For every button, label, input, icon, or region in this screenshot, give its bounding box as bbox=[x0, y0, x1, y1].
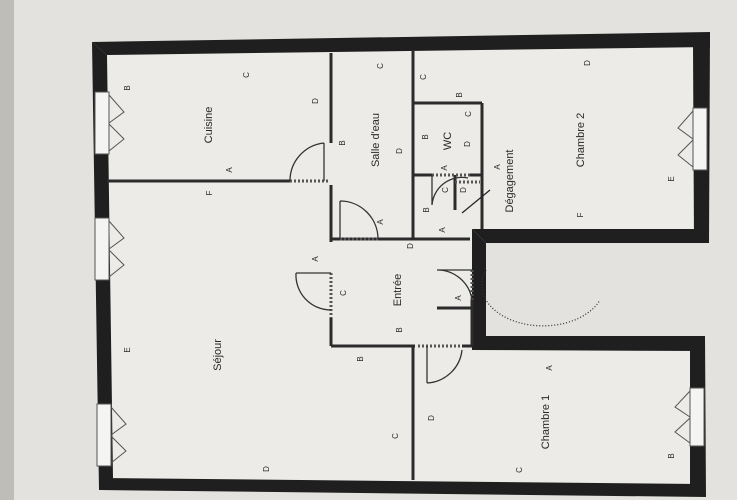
wall-letter: C bbox=[441, 187, 450, 193]
wall-letter: E bbox=[123, 347, 132, 352]
sash-chambre1 bbox=[674, 390, 691, 444]
wall-letter: C bbox=[464, 111, 473, 117]
wall-letter: A bbox=[454, 295, 463, 301]
wall-letter: C bbox=[391, 433, 400, 439]
wall-letter: A bbox=[545, 365, 554, 371]
label-chambre1: Chambre 1 bbox=[540, 395, 552, 449]
wall-letter: A bbox=[438, 227, 447, 233]
label-sejour: Séjour bbox=[212, 339, 224, 371]
degagement-leader bbox=[461, 189, 491, 214]
label-degagement: Dégagement bbox=[504, 150, 516, 213]
wall-letter: A bbox=[311, 256, 320, 262]
wall-letter: C bbox=[339, 290, 348, 296]
door-salle-eau bbox=[339, 200, 379, 240]
wall-letter: D bbox=[463, 141, 472, 147]
wall-letter: D bbox=[427, 415, 436, 421]
wall-top bbox=[92, 32, 710, 55]
wall-notch-side bbox=[472, 229, 486, 350]
wall-letter: F bbox=[576, 212, 585, 217]
paper-shadow bbox=[0, 0, 14, 500]
wall-bottom bbox=[99, 478, 706, 497]
label-salle-eau: Salle d'eau bbox=[370, 113, 382, 167]
window-sejour-upper bbox=[94, 217, 110, 281]
label-cuisine: Cuisine bbox=[203, 107, 215, 144]
wall-letter: D bbox=[459, 187, 468, 193]
wall-letter: C bbox=[515, 467, 524, 473]
door-wc bbox=[431, 175, 469, 206]
wall-letter: B bbox=[338, 140, 347, 145]
wall-letter: B bbox=[421, 134, 430, 139]
wall-letter: F bbox=[205, 190, 214, 195]
wall-letter: D bbox=[311, 98, 320, 104]
interior-walls bbox=[107, 50, 484, 480]
door-sejour bbox=[295, 272, 332, 311]
wall-letter: C bbox=[242, 72, 251, 78]
room-labels: Cuisine Salle d'eau WC Dégagement Chambr… bbox=[203, 107, 587, 450]
label-wc: WC bbox=[442, 132, 454, 150]
window-chambre2 bbox=[692, 107, 708, 171]
wall-letter: D bbox=[262, 466, 271, 472]
label-entree: Entrée bbox=[392, 274, 404, 306]
wall-letter: B bbox=[356, 356, 365, 361]
wall-letter: B bbox=[123, 85, 132, 90]
wall-letter: E bbox=[667, 176, 676, 181]
wall-letter: D bbox=[406, 243, 415, 249]
wall-letter: A bbox=[376, 219, 385, 225]
window-sejour-lower bbox=[96, 403, 112, 467]
wall-notch-bottom bbox=[472, 336, 705, 351]
sash-chambre2 bbox=[677, 110, 694, 168]
wall-letter: D bbox=[583, 60, 592, 66]
wall-letter: B bbox=[422, 207, 431, 212]
sash-sejour-upper bbox=[108, 220, 125, 278]
wall-letter: A bbox=[493, 164, 502, 170]
wall-letter: B bbox=[395, 327, 404, 332]
wall-letter: A bbox=[440, 165, 449, 171]
window-chambre1 bbox=[689, 387, 705, 447]
label-chambre2: Chambre 2 bbox=[575, 113, 587, 167]
window-cuisine bbox=[94, 91, 110, 155]
wall-notch-top bbox=[472, 229, 709, 243]
wall-letter: D bbox=[395, 148, 404, 154]
floor-area bbox=[100, 38, 705, 490]
wall-letter: C bbox=[376, 63, 385, 69]
door-entree bbox=[436, 269, 473, 301]
door-cuisine bbox=[289, 142, 325, 182]
wall-letter: C bbox=[419, 74, 428, 80]
window-sashes bbox=[108, 94, 694, 464]
door-chambre1 bbox=[426, 346, 463, 384]
door-chambre2-arc bbox=[481, 269, 601, 327]
door-swings bbox=[289, 142, 601, 384]
sash-sejour-lower bbox=[110, 406, 127, 464]
wall-letter: B bbox=[455, 92, 464, 97]
sash-cuisine bbox=[108, 94, 125, 152]
wall-letter: B bbox=[667, 453, 676, 458]
wall-letters: B C D A F C B D A C B B C A D C D B A A … bbox=[123, 60, 676, 473]
wall-letter: A bbox=[225, 167, 234, 173]
